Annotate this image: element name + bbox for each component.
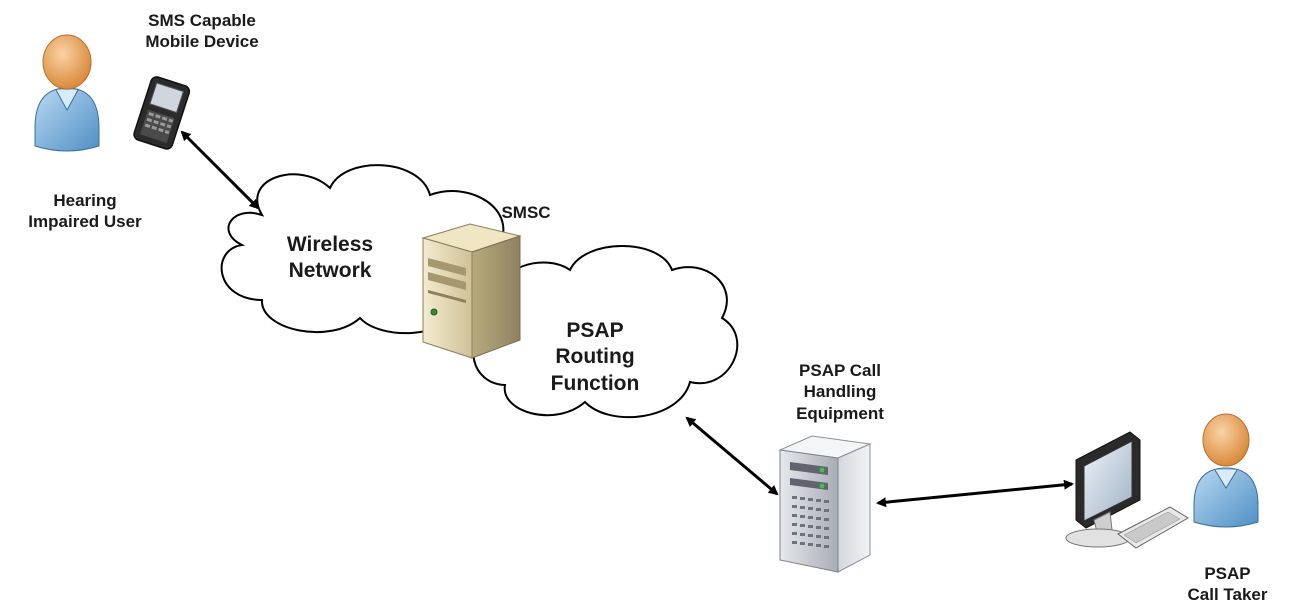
- sms-device-label: SMS Capable Mobile Device: [145, 11, 259, 52]
- psap-equipment-tower-server-icon: [778, 435, 872, 573]
- psap-routing-label: PSAP Routing Function: [550, 319, 640, 395]
- hearing-user-person-icon: [34, 34, 100, 152]
- psap-routing-cloud-icon: [472, 245, 739, 419]
- routing-to-equipment-arrow: [685, 416, 779, 496]
- wireless-network-label: Wireless Network: [286, 233, 374, 283]
- call-taker-person-icon: [1193, 413, 1259, 528]
- keyboard-icon: [1117, 506, 1189, 549]
- phone-to-network-arrow: [180, 130, 260, 210]
- equipment-to-workstation-arrow: [876, 479, 1074, 508]
- hearing-user-label: Hearing Impaired User: [28, 191, 142, 232]
- smsc-server-icon: [421, 223, 522, 359]
- psap-equipment-label: PSAP Call Handling Equipment: [796, 361, 884, 423]
- monitor-icon: [1065, 431, 1141, 548]
- call-taker-label: PSAP Call Taker: [1187, 564, 1268, 605]
- smsc-label: SMSC: [501, 203, 551, 222]
- mobile-phone-icon: [133, 76, 191, 150]
